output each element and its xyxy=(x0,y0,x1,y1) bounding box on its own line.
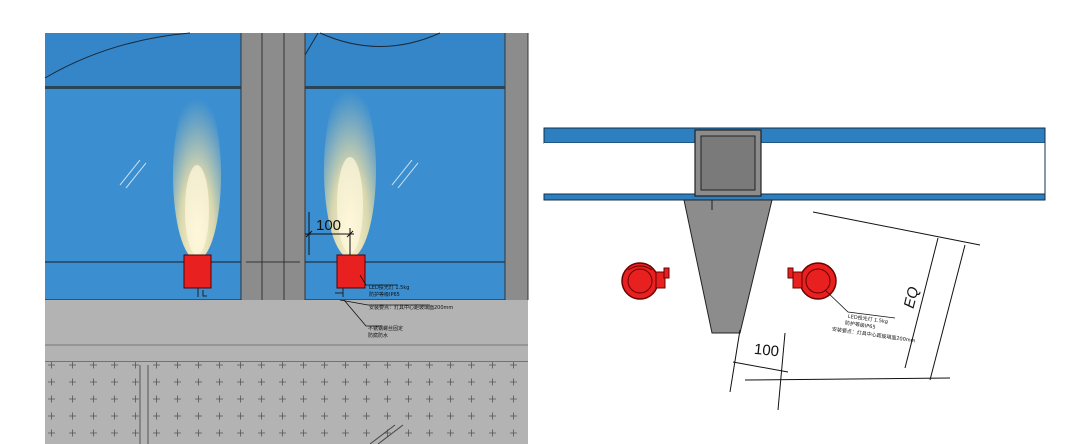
floor-slab xyxy=(45,300,528,362)
plan-view: LED投光灯 1.5kg 防护等级IP65 安装要点：灯具中心距玻璃面200mm… xyxy=(543,127,1046,411)
callout-lamp-model: LED投光灯 1.5kg xyxy=(369,284,409,291)
lamp-plan-left xyxy=(621,262,670,300)
callout-anticorrosion-note: 防腐防水 xyxy=(368,332,388,339)
lamp-left xyxy=(183,254,212,289)
elevation-view: 100 LED投光灯 1.5kg 防护等级IP65 安装要点：灯具中心距玻璃面2… xyxy=(44,32,529,444)
dimension-label-elevation: 100 xyxy=(316,217,341,234)
support-bracket xyxy=(683,199,773,334)
plan-dimension-frame xyxy=(729,211,981,411)
dimension-label-plan: 100 xyxy=(753,341,780,361)
callout-fixing-note: 不锈钢螺丝固定 xyxy=(368,325,403,332)
beam-top-flange xyxy=(543,127,1046,144)
lamp-plan-right xyxy=(787,262,837,300)
leader-line-plan xyxy=(824,289,896,319)
dimension-100-elevation xyxy=(305,212,354,255)
eq-label: EQ xyxy=(901,285,923,310)
callout-install-note: 安装要点：灯具中心距玻璃面200mm xyxy=(369,304,453,311)
lamp-right xyxy=(336,254,366,289)
leader-lines-elevation xyxy=(339,274,430,327)
mullion-center xyxy=(241,33,305,300)
glass-hatch xyxy=(119,159,419,189)
callout-plan-protection-grade: 防护等级IP65 xyxy=(845,319,877,330)
beam-bottom-flange xyxy=(543,193,1046,201)
mullion-right xyxy=(505,33,528,300)
callout-protection-grade: 防护等级IP65 xyxy=(369,291,400,298)
